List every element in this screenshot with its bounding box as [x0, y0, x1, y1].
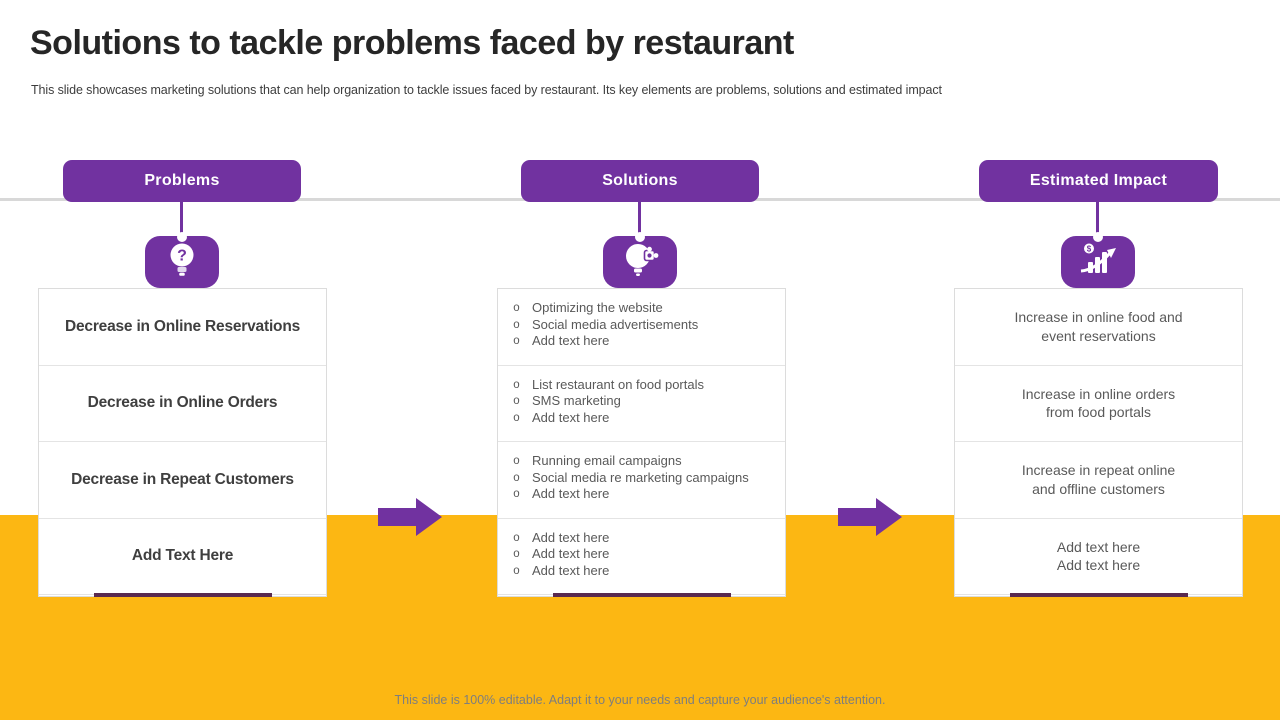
problem-row: Decrease in Online Orders: [39, 366, 326, 442]
connector-node: [1093, 232, 1103, 242]
problem-row: Decrease in Online Reservations: [39, 289, 326, 366]
question-lightbulb-icon: ?: [160, 240, 204, 285]
impact-placeholder-text: Add text here Add text here: [1057, 538, 1140, 575]
growth-chart-icon: $: [1076, 240, 1120, 285]
card-accent-underline: [93, 593, 272, 597]
impact-line: event reservations: [1041, 327, 1156, 344]
solution-item: o Add text here: [510, 530, 779, 547]
problem-placeholder-label: Add Text Here: [131, 547, 234, 565]
solution-item: o Social media re marketing campaigns: [510, 470, 779, 487]
solution-item: o Add text here: [510, 486, 779, 503]
solution-item: o Social media advertisements: [510, 317, 779, 334]
circle-bullet-icon: o: [513, 531, 520, 544]
impact-text: Increase in online food and event reserv…: [1014, 308, 1182, 345]
card-accent-underline: [1009, 593, 1188, 597]
solution-item: o List restaurant on food portals: [510, 377, 779, 394]
circle-bullet-icon: o: [513, 471, 520, 484]
circle-bullet-icon: o: [513, 455, 520, 467]
solution-item: o Optimizing the website: [510, 300, 779, 317]
circle-bullet-icon: o: [513, 302, 520, 314]
flow-arrow-icon: [838, 496, 902, 538]
problems-card: Decrease in Online Reservations Decrease…: [38, 288, 327, 597]
solution-placeholder-text: Add text here: [532, 546, 610, 561]
estimated-impact-card: Increase in online food and event reserv…: [954, 288, 1243, 597]
solution-text: Add text here: [532, 409, 610, 425]
impact-line: Add text here: [1056, 538, 1141, 555]
impact-line: from food portals: [1045, 404, 1152, 421]
circle-bullet-icon: o: [513, 564, 520, 577]
solution-text: SMS marketing: [532, 393, 621, 408]
page-title: Solutions to tackle problems faced by re…: [30, 24, 794, 62]
solution-placeholder-text: Add text here: [532, 529, 610, 545]
growth-chart-icon-badge: $: [1061, 236, 1135, 288]
solution-text: Social media advertisements: [532, 316, 699, 332]
solution-item: o Add text here: [510, 563, 779, 580]
idea-puzzle-icon: [618, 240, 662, 285]
connector-node: [177, 232, 187, 242]
solution-text: Optimizing the website: [532, 300, 663, 315]
connector-line: [1096, 200, 1099, 242]
circle-bullet-icon: o: [513, 411, 520, 424]
solutions-icon-badge: [603, 236, 677, 288]
flow-arrow-icon: [378, 496, 442, 538]
solution-item: o SMS marketing: [510, 393, 779, 410]
impact-row: Add text here Add text here: [955, 519, 1242, 595]
connector-node: [635, 232, 645, 242]
solution-item: o Add text here: [510, 546, 779, 563]
card-accent-underline: [552, 593, 731, 597]
solution-item: o Running email campaigns: [510, 453, 779, 470]
problem-row: Add Text Here: [39, 519, 326, 595]
circle-bullet-icon: o: [513, 488, 520, 500]
circle-bullet-icon: o: [513, 335, 520, 347]
problem-label: Decrease in Online Orders: [87, 394, 278, 412]
solution-text: Running email campaigns: [532, 453, 682, 468]
impact-line: and offline customers: [1032, 480, 1165, 497]
solution-text: List restaurant on food portals: [532, 376, 704, 392]
svg-text:?: ?: [177, 247, 187, 264]
impact-row: Increase in online food and event reserv…: [955, 289, 1242, 366]
impact-line: Increase in online food and: [1014, 309, 1183, 326]
solution-text: Social media re marketing campaigns: [532, 469, 749, 485]
impact-line: Add text here: [1056, 557, 1141, 574]
estimated-impact-header: Estimated Impact: [979, 160, 1218, 202]
slide-subtitle: This slide showcases marketing solutions…: [31, 83, 942, 97]
impact-text: Increase in online orders from food port…: [1022, 385, 1175, 422]
circle-bullet-icon: o: [513, 395, 520, 407]
impact-line: Increase in online orders: [1021, 385, 1176, 402]
problems-icon-badge: ?: [145, 236, 219, 288]
impact-line: Increase in repeat online: [1021, 462, 1176, 479]
editable-note: This slide is 100% editable. Adapt it to…: [394, 693, 886, 707]
solution-text: Add text here: [532, 333, 610, 348]
connector-line: [180, 200, 183, 242]
problem-row: Decrease in Repeat Customers: [39, 442, 326, 519]
impact-text: Increase in repeat online and offline cu…: [1022, 461, 1175, 498]
svg-text:$: $: [1087, 244, 1092, 253]
solutions-header: Solutions: [521, 160, 759, 202]
solution-text: Add text here: [532, 486, 610, 501]
circle-bullet-icon: o: [513, 378, 520, 391]
solution-item: o Add text here: [510, 410, 779, 427]
problem-label: Decrease in Online Reservations: [64, 317, 301, 335]
circle-bullet-icon: o: [513, 548, 520, 560]
connector-line: [638, 200, 641, 242]
solution-item: o Add text here: [510, 333, 779, 350]
impact-row: Increase in repeat online and offline cu…: [955, 442, 1242, 519]
impact-row: Increase in online orders from food port…: [955, 366, 1242, 442]
problem-label: Decrease in Repeat Customers: [71, 470, 294, 488]
problems-header: Problems: [63, 160, 301, 202]
solution-placeholder-text: Add text here: [532, 562, 610, 578]
circle-bullet-icon: o: [513, 318, 520, 331]
